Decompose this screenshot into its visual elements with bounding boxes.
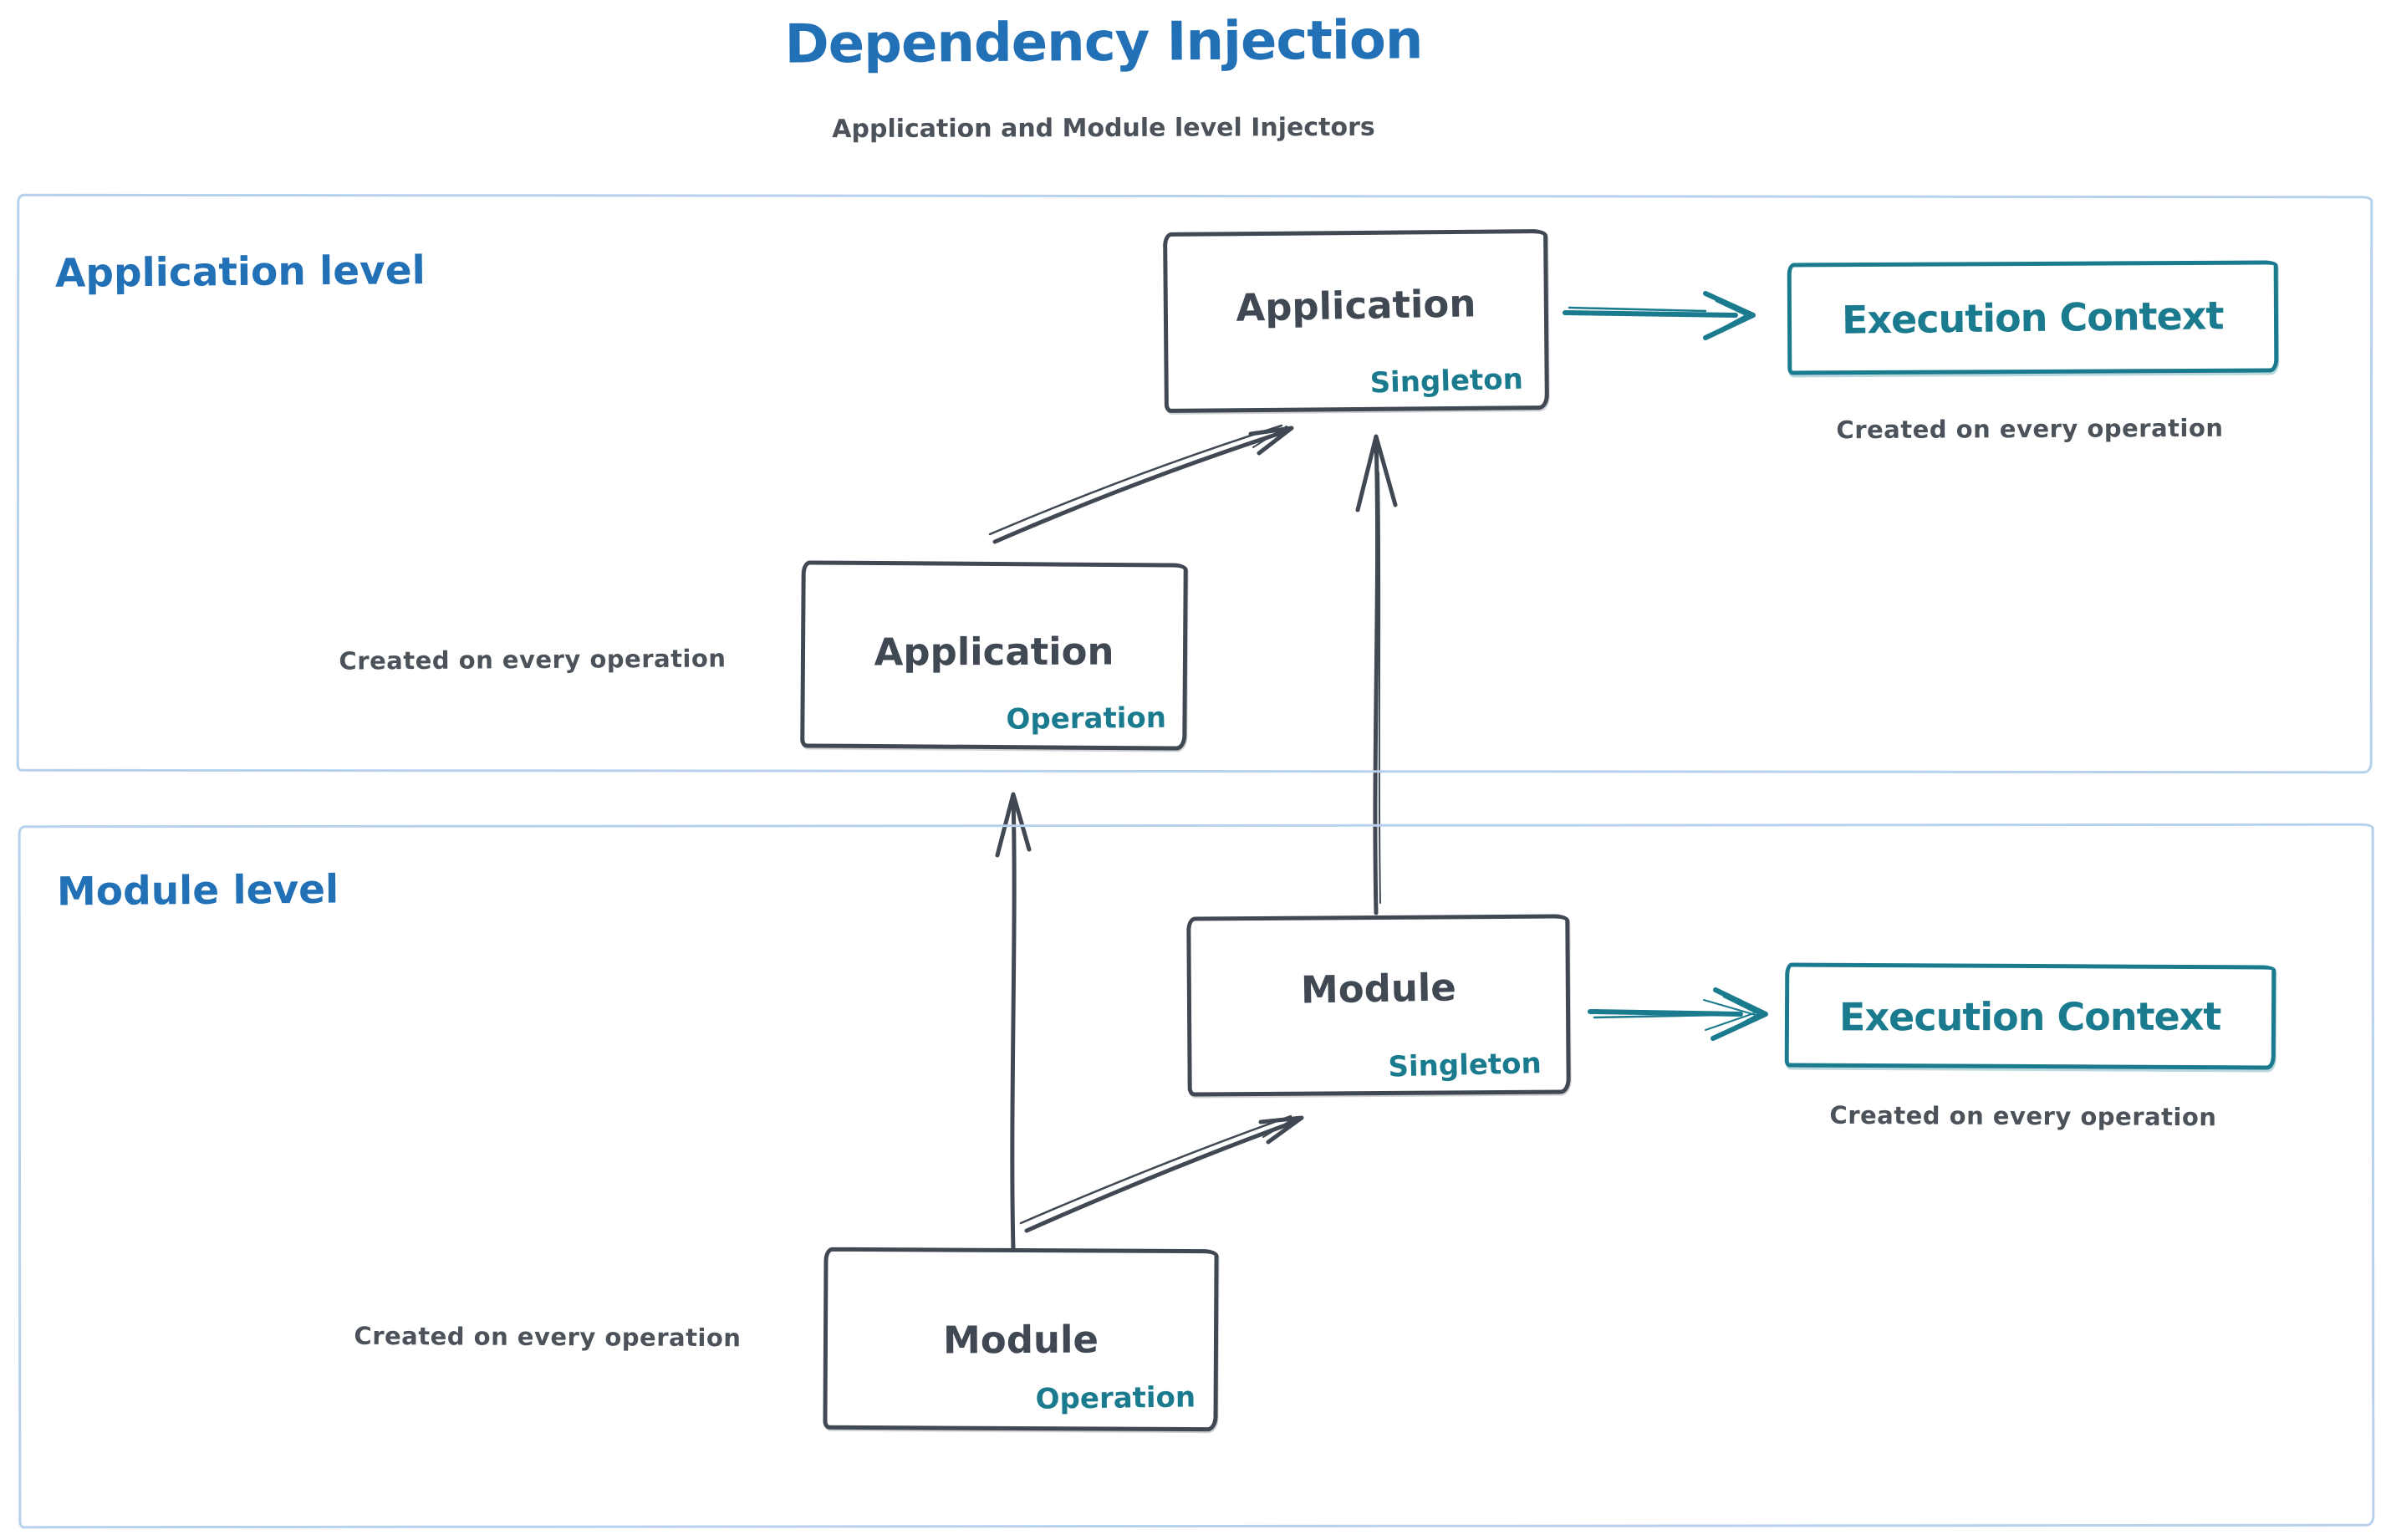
execution-context-note-application: Created on every operation [1836,413,2224,445]
application-operation-box: Application Operation [800,560,1188,751]
execution-context-label-application: Execution Context [1841,293,2225,343]
module-level-label: Module level [56,866,339,915]
application-singleton-box: Application Singleton [1163,228,1549,414]
application-level-label: Application level [54,247,426,297]
module-singleton-scope-label: Singleton [1387,1047,1542,1084]
application-operation-note: Created on every operation [339,644,727,676]
application-operation-scope-label: Operation [1005,701,1166,737]
module-singleton-box: Module Singleton [1186,914,1571,1097]
execution-context-note-module: Created on every operation [1829,1100,2217,1132]
module-operation-title: Module [942,1317,1099,1363]
module-singleton-title: Module [1300,965,1457,1012]
page-title: Dependency Injection [784,9,1423,76]
module-operation-box: Module Operation [823,1247,1219,1432]
application-singleton-title: Application [1235,281,1476,330]
module-operation-scope-label: Operation [1034,1380,1196,1416]
execution-context-box-application: Execution Context [1787,260,2279,375]
execution-context-box-module: Execution Context [1784,962,2276,1070]
execution-context-label-module: Execution Context [1839,993,2221,1039]
application-singleton-scope-label: Singleton [1369,362,1524,400]
application-operation-title: Application [874,629,1114,675]
page-subtitle: Application and Module level Injectors [832,112,1375,145]
module-operation-note: Created on every operation [354,1321,742,1353]
